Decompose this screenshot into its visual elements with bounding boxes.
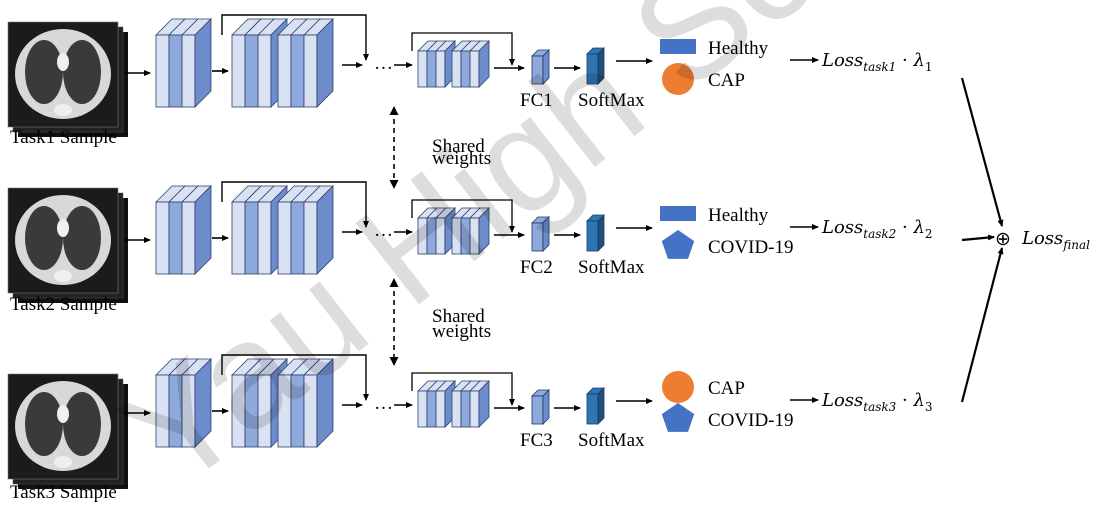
arrow-loss1-to-sum bbox=[960, 77, 1004, 227]
resblock-b bbox=[277, 185, 334, 275]
fc-layer bbox=[531, 49, 550, 85]
fc-label: FC2 bbox=[520, 257, 553, 278]
class-label-1: Healthy bbox=[708, 38, 769, 59]
softmax-layer bbox=[586, 214, 605, 252]
class-shape-2 bbox=[661, 230, 695, 259]
input-conv-block bbox=[155, 18, 212, 108]
ct-sample-stack bbox=[7, 187, 128, 303]
fc-layer bbox=[531, 216, 550, 252]
arrow-loss2-to-sum bbox=[961, 234, 995, 242]
class-shape-1 bbox=[660, 39, 696, 54]
shared-block-b bbox=[451, 40, 490, 88]
task-loss-formula: Losstask3 · λ3 bbox=[821, 390, 933, 414]
shared-skip-connection bbox=[411, 199, 515, 233]
fc-label: FC3 bbox=[520, 430, 553, 451]
shared-block-b bbox=[451, 207, 490, 255]
task-loss-formula: Losstask2 · λ2 bbox=[821, 217, 933, 241]
sample-label: Task1 Sample bbox=[10, 127, 117, 148]
shared-block-a bbox=[417, 380, 456, 428]
resblock-a bbox=[231, 185, 288, 275]
sum-symbol: ⊕ bbox=[995, 229, 1011, 250]
fc-label: FC1 bbox=[520, 90, 553, 111]
arrow-loss3-to-sum bbox=[960, 247, 1004, 403]
softmax-label: SoftMax bbox=[578, 257, 645, 278]
ellipsis: … bbox=[374, 393, 393, 414]
input-conv-block bbox=[155, 185, 212, 275]
shared-weights-label: weights bbox=[432, 321, 491, 342]
class-shape-1 bbox=[660, 206, 696, 221]
skip-connection bbox=[221, 181, 369, 228]
class-shape-2 bbox=[661, 403, 695, 432]
skip-connection bbox=[221, 14, 369, 61]
shared-weights-label: weights bbox=[432, 148, 491, 169]
sample-label: Task2 Sample bbox=[10, 294, 117, 315]
class-label-2: COVID-19 bbox=[708, 410, 794, 431]
class-shape-2 bbox=[662, 63, 694, 95]
ellipsis: … bbox=[374, 53, 393, 74]
ct-sample-stack bbox=[7, 373, 128, 489]
class-shape-1 bbox=[662, 371, 694, 403]
task-loss-formula: Losstask1 · λ1 bbox=[821, 50, 933, 74]
shared-skip-connection bbox=[411, 372, 515, 406]
fc-layer bbox=[531, 389, 550, 425]
skip-connection bbox=[221, 354, 369, 401]
shared-weights-label: Shared bbox=[432, 136, 485, 157]
input-conv-block bbox=[155, 358, 212, 448]
shared-skip-connection bbox=[411, 32, 515, 66]
task-row-3: Task3 Sample … FC3 SoftMax CAP COVID-19 Lossta… bbox=[7, 354, 933, 503]
ct-sample-stack bbox=[7, 21, 128, 137]
class-label-2: CAP bbox=[708, 70, 745, 91]
ellipsis: … bbox=[374, 220, 393, 241]
resblock-b bbox=[277, 18, 334, 108]
shared-weights-label: Shared bbox=[432, 306, 485, 327]
sample-label: Task3 Sample bbox=[10, 482, 117, 503]
softmax-layer bbox=[586, 47, 605, 85]
final-loss-formula: Lossfinal bbox=[1021, 228, 1090, 252]
shared-block-b bbox=[451, 380, 490, 428]
class-label-1: CAP bbox=[708, 378, 745, 399]
shared-block-a bbox=[417, 40, 456, 88]
softmax-label: SoftMax bbox=[578, 430, 645, 451]
softmax-label: SoftMax bbox=[578, 90, 645, 111]
class-label-1: Healthy bbox=[708, 205, 769, 226]
softmax-layer bbox=[586, 387, 605, 425]
class-label-2: COVID-19 bbox=[708, 237, 794, 258]
resblock-b bbox=[277, 358, 334, 448]
